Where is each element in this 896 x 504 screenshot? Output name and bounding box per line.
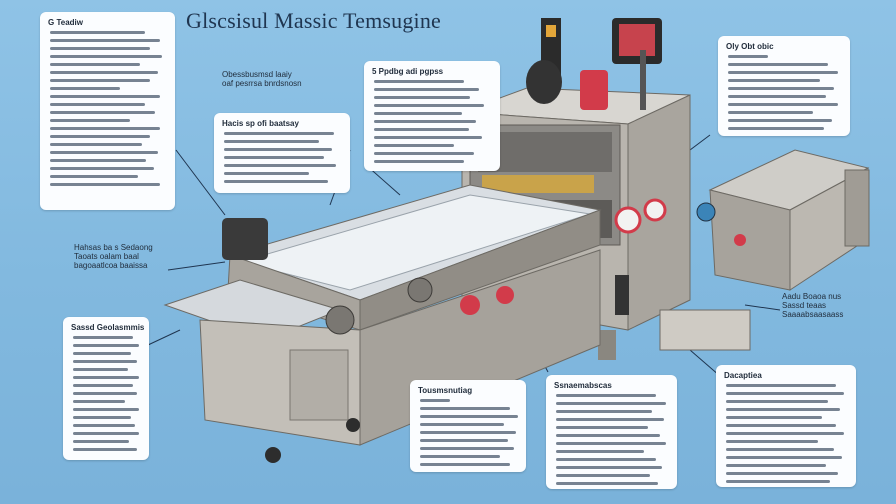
callout-line: Hahsas ba s Sedaong [74, 243, 153, 252]
callout-line: Aadu Boaoa nus [782, 292, 842, 301]
card-top-left: G Teadiw [40, 12, 175, 210]
card-upper-mid: Hacis sp ofi baatsay [214, 113, 350, 193]
card-heading: Oly Obt obic [726, 42, 774, 51]
card-bottom-right: Dacaptiea [716, 365, 856, 487]
card-heading: 5 Ppdbg adi pgpss [372, 67, 444, 76]
card-heading: G Teadiw [48, 18, 83, 27]
card-bottom-center: Ssnaemabscas [546, 375, 677, 489]
callout-a: Obessbusmsd laaiy oaf pesrrsa bnrdsnosn [222, 70, 302, 88]
emergency-button-icon [580, 70, 608, 110]
callout-line: bagoaatlcoa baaissa [74, 261, 148, 270]
page-title: Glscsisul Massic Temsugine [186, 8, 442, 33]
callout-line: Obessbusmsd laaiy [222, 70, 292, 79]
card-top-right: Oly Obt obic [718, 36, 850, 136]
card-heading: Ssnaemabscas [554, 381, 612, 390]
card-heading: Sassd Geolasmmis [71, 323, 145, 332]
card-top-center: 5 Ppdbg adi pgpss [364, 61, 500, 171]
callout-line: Sassd teaas [782, 301, 827, 310]
callout-line: Taoats oalam baal [74, 252, 139, 261]
card-heading: Hacis sp ofi baatsay [222, 119, 299, 128]
card-bottom-mid: Tousmsnutiag [410, 380, 526, 472]
card-heading: Tousmsnutiag [418, 386, 473, 395]
card-lower-left: Sassd Geolasmmis [63, 317, 149, 460]
callout-b: Hahsas ba s Sedaong Taoats oalam baal ba… [74, 243, 153, 270]
callout-c: Aadu Boaoa nus Sassd teaas Saaaabsaasaas… [782, 292, 843, 319]
card-heading: Dacaptiea [724, 371, 762, 380]
roller-assembly [325, 198, 667, 335]
callout-line: Saaaabsaasaass [782, 310, 844, 319]
right-conveyor-unit [696, 149, 870, 291]
callout-line: oaf pesrrsa bnrdsnosn [222, 79, 302, 88]
